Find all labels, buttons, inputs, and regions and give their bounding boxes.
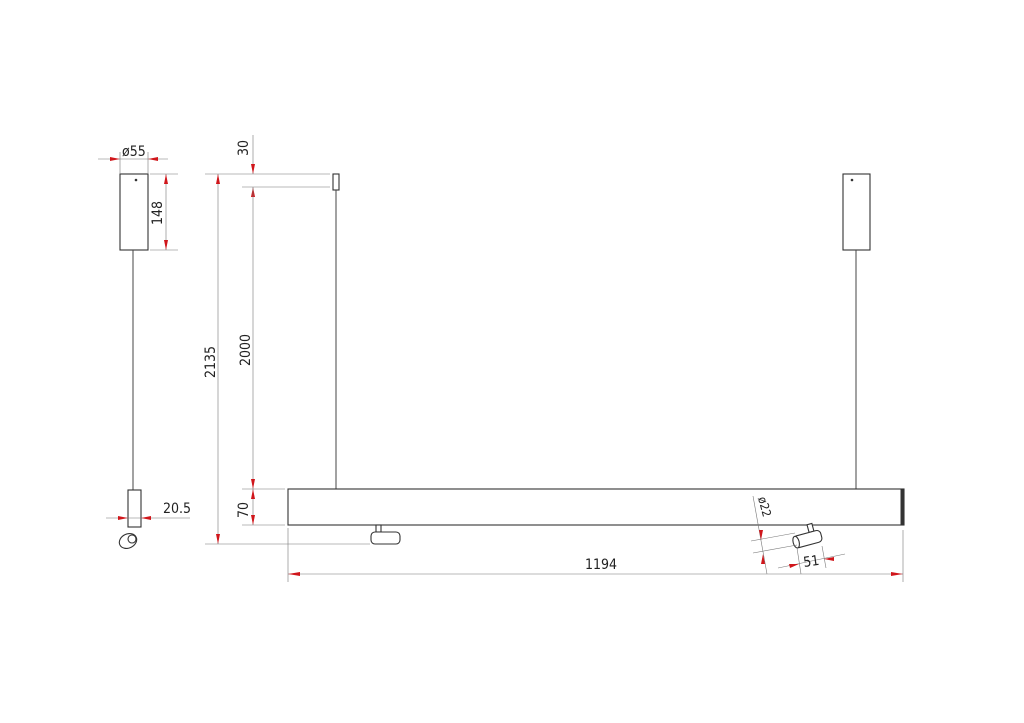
dim-spot-length: 51: [802, 553, 820, 571]
right-canopy: [842, 173, 871, 251]
spot1-stem: [375, 524, 382, 533]
spot1-body: [370, 531, 401, 545]
dim-spot-diameter: ø22: [755, 495, 774, 518]
dim-bar-length: 1194: [585, 557, 617, 573]
light-bar: [287, 488, 905, 526]
small-canopy: [332, 173, 340, 191]
side-view: ø55 148 20.5: [98, 144, 191, 549]
dim-canopy-height: 148: [150, 201, 166, 225]
dim-bar-height: 70: [236, 502, 252, 518]
dim-canopy-diameter: ø55: [122, 144, 146, 160]
dim-canopy-offset: 30: [236, 140, 252, 156]
spot2: [792, 522, 823, 549]
canopy-screw: [134, 178, 138, 182]
dim-spot-width: 20.5: [163, 501, 191, 517]
dim-cable-length: 2000: [238, 334, 254, 366]
dim-total-height: 2135: [203, 346, 219, 378]
side-spot-lens: [127, 534, 137, 544]
front-view: 2135 30 2000 70 1194 ø22: [203, 135, 905, 582]
side-spot-body: [127, 489, 142, 528]
side-canopy: [119, 173, 149, 251]
